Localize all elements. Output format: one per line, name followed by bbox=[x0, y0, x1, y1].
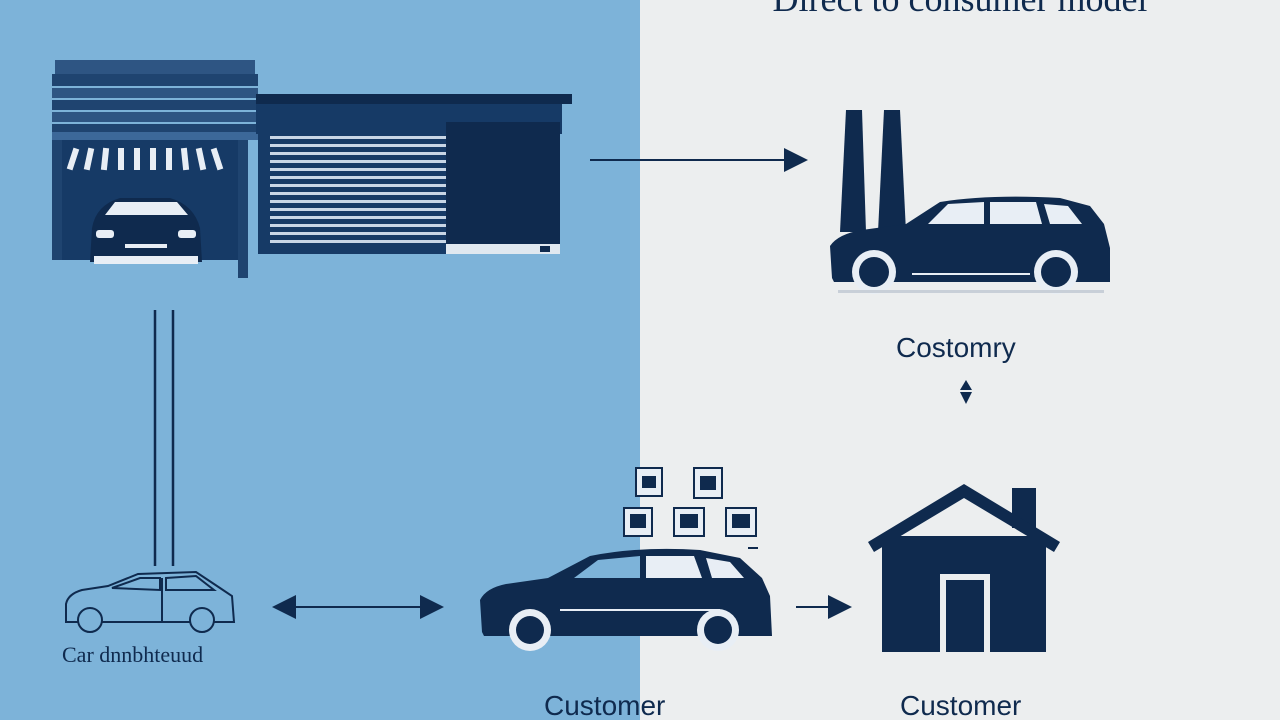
suv-car-icon bbox=[830, 196, 1110, 294]
distributor-car-outline-icon bbox=[65, 570, 236, 633]
factory-chimneys-icon bbox=[840, 110, 906, 232]
document-boxes-icon bbox=[623, 467, 757, 537]
customer-right-label: Customer bbox=[900, 690, 1022, 721]
garage-factory-icon bbox=[52, 60, 572, 278]
customer-car-icon bbox=[480, 547, 772, 651]
down-arrow-icon bbox=[960, 380, 972, 404]
car-distributor-label: Car dnnbhteuud bbox=[62, 642, 204, 667]
customer-left-label: Customer bbox=[544, 690, 666, 721]
house-icon bbox=[868, 484, 1060, 652]
diagram-title: Direct to consumer model bbox=[650, 0, 1270, 20]
customer-top-label: Costomry bbox=[896, 332, 1016, 363]
